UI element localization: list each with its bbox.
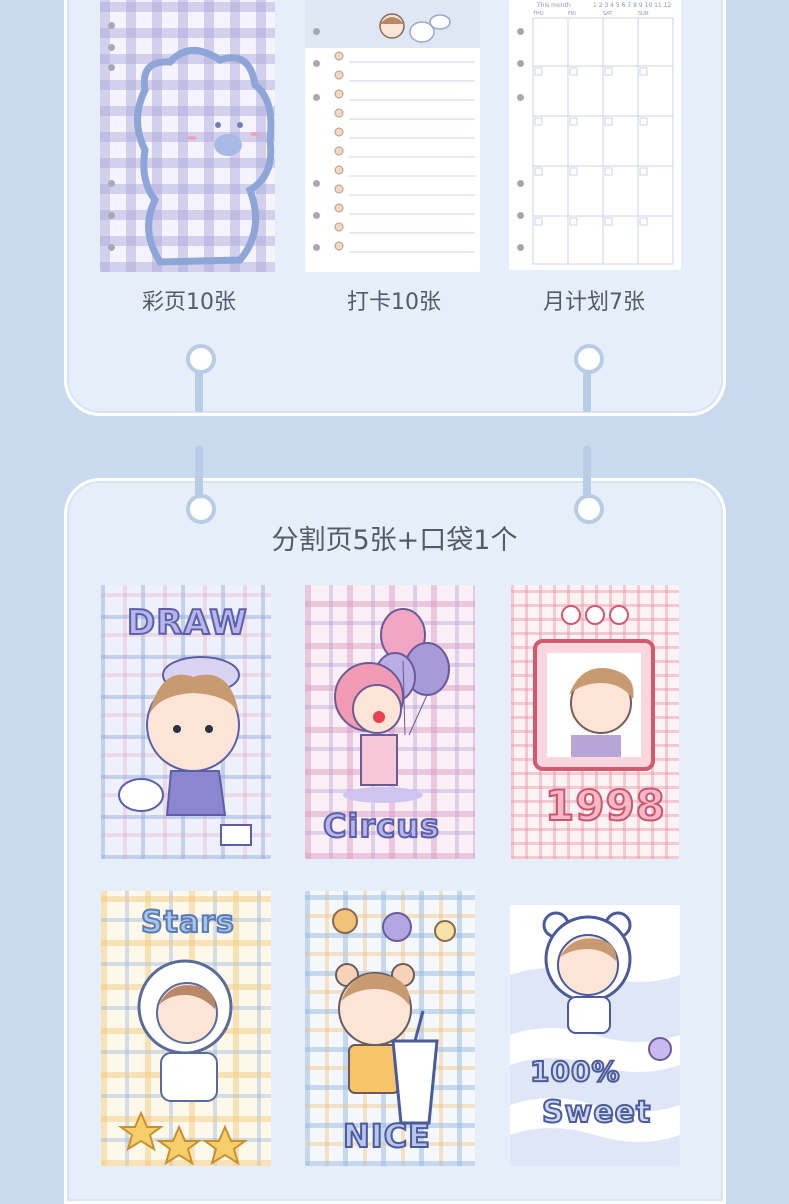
card-word-sweet: Sweet xyxy=(541,1094,652,1131)
astronaut-icon xyxy=(117,959,249,1166)
wavy-pattern xyxy=(510,968,680,1166)
divider-card-draw: DRAW xyxy=(101,585,271,859)
binder-rod-right-top xyxy=(583,358,591,412)
binder-ring-right-bottom xyxy=(574,494,604,524)
pocket-card-sweet: 100% Sweet xyxy=(510,905,680,1166)
card-word-1998: 1998 xyxy=(544,780,666,831)
divider-card-nice: NICE xyxy=(305,891,475,1166)
binder-ring-left-bottom xyxy=(186,494,216,524)
day-sun: SUN xyxy=(638,11,649,17)
divider-card-circus: Circus xyxy=(305,585,475,859)
divider-card-1998: 1998 xyxy=(511,585,679,859)
divider-card-stars: Stars xyxy=(101,891,271,1166)
binder-rod-left-top xyxy=(195,358,203,412)
framed-girl-icon xyxy=(533,605,655,771)
caption-color-page: 彩页10张 xyxy=(142,290,236,315)
card-word-draw: DRAW xyxy=(126,602,248,644)
bear-girl-drink-icon xyxy=(332,908,456,1125)
calendar-day-row: THU FRI SAT SUN xyxy=(533,11,673,17)
binder-ring-right-top xyxy=(574,344,604,374)
calendar-header-label: This month xyxy=(537,2,571,9)
clown-balloons-icon xyxy=(334,608,450,803)
monthly-plan-card: This month 1 2 3 4 5 6 7 8 9 10 11 12 TH… xyxy=(509,0,681,270)
calendar-grid xyxy=(532,17,674,265)
card-word-circus: Circus xyxy=(322,806,441,846)
girl-and-bunny-icon xyxy=(379,13,451,43)
binder-rod-right-bottom xyxy=(583,446,591,506)
section-title: 分割页5张+口袋1个 xyxy=(271,525,518,556)
card-word-100: 100% xyxy=(529,1054,621,1089)
day-sat: SAT xyxy=(603,11,613,17)
check-in-card xyxy=(305,0,480,272)
bear-outline-icon xyxy=(134,47,275,266)
caption-check-in: 打卡10张 xyxy=(347,290,441,315)
bear-hood-boy-icon xyxy=(542,911,672,1061)
binder-ring-left-top xyxy=(186,344,216,374)
painter-girl-icon xyxy=(118,656,252,846)
day-thu: THU xyxy=(533,11,544,17)
card-word-stars: Stars xyxy=(140,904,235,941)
binder-rod-left-bottom xyxy=(195,446,203,506)
color-page-card xyxy=(100,0,275,272)
caption-monthly-plan: 月计划7张 xyxy=(543,290,645,315)
calendar-month-numbers: 1 2 3 4 5 6 7 8 9 10 11 12 xyxy=(593,2,672,9)
card-word-nice: NICE xyxy=(342,1116,432,1156)
lined-checklist xyxy=(334,51,475,253)
day-fri: FRI xyxy=(568,11,576,17)
